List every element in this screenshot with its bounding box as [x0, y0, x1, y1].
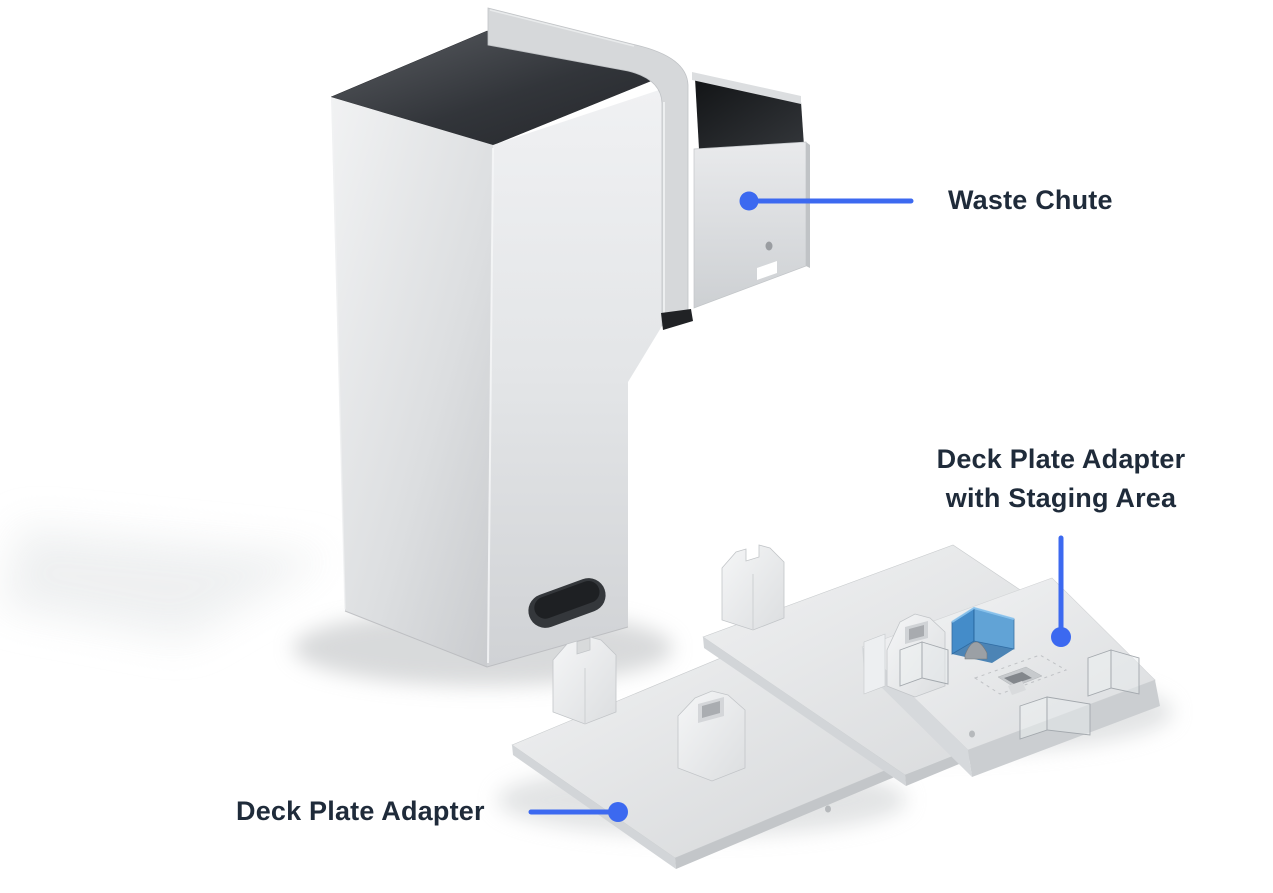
- callout-leaders: [528, 191, 1071, 822]
- staging-mid-post-slot-hole: [909, 625, 924, 640]
- staging-adapter-label-line2: with Staging Area: [945, 483, 1177, 513]
- waste-chute-handle: [528, 578, 606, 628]
- blue-clip-top-highlight: [951, 606, 1015, 623]
- callout-staging-adapter: Deck Plate Adapter with Staging Area: [920, 440, 1202, 518]
- slot-tab: [1008, 681, 1026, 695]
- tower-front-edge-highlight: [487, 147, 494, 664]
- adapter-front-edge: [675, 763, 904, 869]
- staging-adapter-label-line1: Deck Plate Adapter: [936, 444, 1186, 474]
- callout-deck-plate-adapter: Deck Plate Adapter: [236, 795, 485, 828]
- slot-dashed-outline: [973, 654, 1068, 695]
- staging-base-left-edge: [703, 637, 906, 786]
- clear-clip-wall: [921, 641, 949, 685]
- staging-area-blue-clip: [951, 606, 1015, 663]
- adapter-mid-post: [677, 690, 746, 782]
- deck-plate-adapter-label: Deck Plate Adapter: [236, 796, 485, 826]
- staging-screw-hole: [969, 730, 975, 738]
- side-box-right-edge: [806, 142, 810, 268]
- clear-clip-wall: [1087, 649, 1112, 697]
- staging-area-corner-clip-right: [1087, 649, 1140, 697]
- side-box-opening: [695, 78, 804, 149]
- waste-chute-side-box: [692, 72, 810, 309]
- side-box-screw-hole: [765, 241, 773, 251]
- callout-waste-chute: Waste Chute: [948, 184, 1113, 217]
- rail-foot: [661, 309, 693, 330]
- staging-divider-wall: [863, 633, 886, 695]
- deck-plate-adapter-leader-dot: [608, 802, 628, 822]
- staging-adapter-leader-dot: [1051, 627, 1071, 647]
- handle-inner: [534, 580, 600, 619]
- waste-chute-label: Waste Chute: [948, 185, 1113, 215]
- rail-top-highlight: [489, 9, 635, 47]
- side-box-front-face: [693, 141, 807, 309]
- adapter-screw-hole: [825, 805, 831, 813]
- clear-clip-wall: [899, 641, 923, 687]
- tower-front-face: [331, 97, 493, 667]
- staging-area-corner-clip-left: [899, 641, 949, 687]
- tower-bottom-edge: [344, 610, 629, 668]
- slot-hole: [1004, 672, 1032, 684]
- blue-clip-arch: [964, 641, 988, 660]
- staging-area-slot: [973, 654, 1068, 695]
- waste-chute-tower: [330, 30, 669, 668]
- adapter-left-edge: [512, 745, 676, 869]
- staging-area-corner-clip-front: [1019, 696, 1091, 740]
- staging-deck-plate-render: [702, 544, 1160, 786]
- side-box-back-rim: [692, 72, 801, 104]
- clear-clip-wall: [1046, 696, 1091, 736]
- clear-clip-wall: [1110, 649, 1140, 695]
- left-cast-shadow: [0, 527, 330, 640]
- waste-chute-leader-dot: [739, 191, 759, 211]
- adapter-mid-post-slot-hole: [702, 701, 720, 718]
- tower-left-edge-highlight: [331, 98, 346, 610]
- tower-right-face: [487, 89, 662, 667]
- side-box-notch: [757, 261, 777, 280]
- mounting-bracket-rail: [487, 7, 693, 330]
